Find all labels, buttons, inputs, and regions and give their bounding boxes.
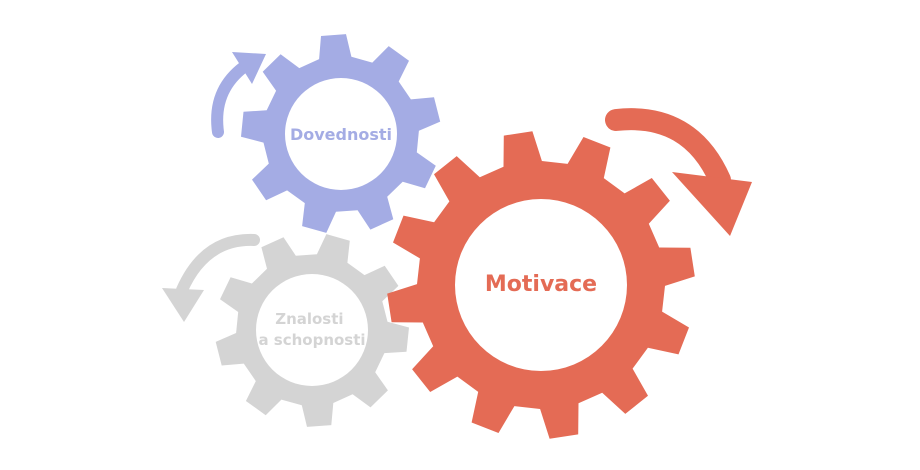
skills-gear-label: Dovednosti: [290, 125, 392, 144]
skills-gear-body: [241, 34, 441, 233]
motivation-rotation-arrow: [605, 108, 752, 236]
skills-rotation-arrow: [211, 52, 266, 138]
knowledge-gear-label: Znalosti a schopnosti: [258, 310, 365, 349]
knowledge-rotation-arrow: [162, 233, 260, 322]
skills-gear: Dovednosti: [241, 34, 441, 233]
motivation-gear-label: Motivace: [485, 272, 597, 297]
knowledge-gear-body: [215, 234, 409, 427]
motivation-gear-body: [387, 131, 695, 439]
motivation-gear: Motivace: [387, 131, 695, 439]
knowledge-gear: Znalosti a schopnosti: [215, 234, 409, 427]
knowledge-label-line-1: Znalosti: [275, 310, 343, 328]
knowledge-label-line-2: a schopnosti: [258, 331, 365, 349]
